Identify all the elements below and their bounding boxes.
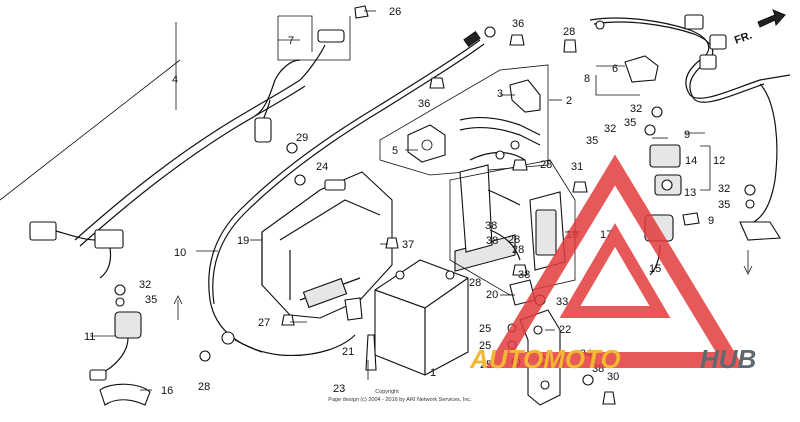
callout-21: 21 [342,346,354,358]
svg-text:FR.: FR. [733,29,754,46]
callout-30: 30 [607,371,619,383]
callout-20: 20 [486,289,498,301]
svg-text:AUTOMOTO: AUTOMOTO [469,344,621,374]
callout-23: 23 [333,383,345,395]
callout-32-left: 32 [139,279,151,291]
battery-bracket [407,79,541,163]
callout-38-a: 38 [485,220,497,232]
sub-harness [589,14,791,241]
callout-6: 6 [612,63,618,75]
callout-28-top: 28 [563,26,575,38]
callout-38-c: 38 [518,269,530,281]
callout-14: 14 [685,155,697,167]
callout-26: 26 [389,6,401,18]
callout-28-d: 28 [469,277,481,289]
callout-25-a: 25 [479,323,491,335]
callout-28-mid: 28 [540,159,552,171]
callout-15: 15 [649,263,661,275]
callout-5: 5 [392,145,398,157]
callout-31: 31 [571,161,583,173]
callout-12: 12 [713,155,725,167]
callout-36: 36 [418,98,430,110]
callout-9-top: 9 [684,129,690,141]
front-direction-arrow: FR. [733,9,786,47]
callout-24: 24 [316,161,328,173]
callout-35-b: 35 [586,135,598,147]
callout-10: 10 [174,247,186,259]
callout-35-a: 35 [624,117,636,129]
callout-32-b: 32 [604,123,616,135]
callout-3: 3 [497,88,503,100]
watermark-text: AUTOMOTO HUB [469,344,756,374]
callout-8: 8 [584,73,590,85]
battery-cable [208,26,496,357]
callout-35-left: 35 [145,294,157,306]
callout-16: 16 [161,385,173,397]
callout-22: 22 [559,324,571,336]
callout-28-b: 28 [508,234,520,246]
fuse-box [459,164,566,271]
callout-32-a: 32 [630,103,642,115]
copyright-line-2: Page design (c) 2004 - 2016 by ARI Netwo… [328,397,472,403]
callout-29: 29 [296,132,308,144]
callout-25-b: 25 [479,340,491,352]
battery [374,234,516,376]
callout-32-c: 32 [718,183,730,195]
copyright-line-1: Copyright [375,389,399,395]
callout-4: 4 [172,74,178,86]
wire-harness [29,29,345,279]
callout-28-c: 28 [512,244,524,256]
callout-36-top: 36 [512,18,524,30]
starter-relay-left [89,311,151,406]
callout-7: 7 [288,35,294,47]
callout-1: 1 [430,367,436,379]
battery-tray [261,171,393,319]
callout-11: 11 [84,331,95,343]
callout-27: 27 [258,317,270,329]
leader-lines [90,10,711,391]
callout-2: 2 [566,95,572,107]
svg-text:HUB: HUB [700,344,756,374]
callout-13: 13 [684,187,696,199]
callout-38-b: 38 [486,235,498,247]
watermark-logo [485,154,745,368]
callout-9-right: 9 [708,215,714,227]
callout-37: 37 [402,239,414,251]
callout-33: 33 [556,296,568,308]
callout-19: 19 [237,235,249,247]
callout-35-c: 35 [718,199,730,211]
callout-28-bottom: 28 [198,381,210,393]
